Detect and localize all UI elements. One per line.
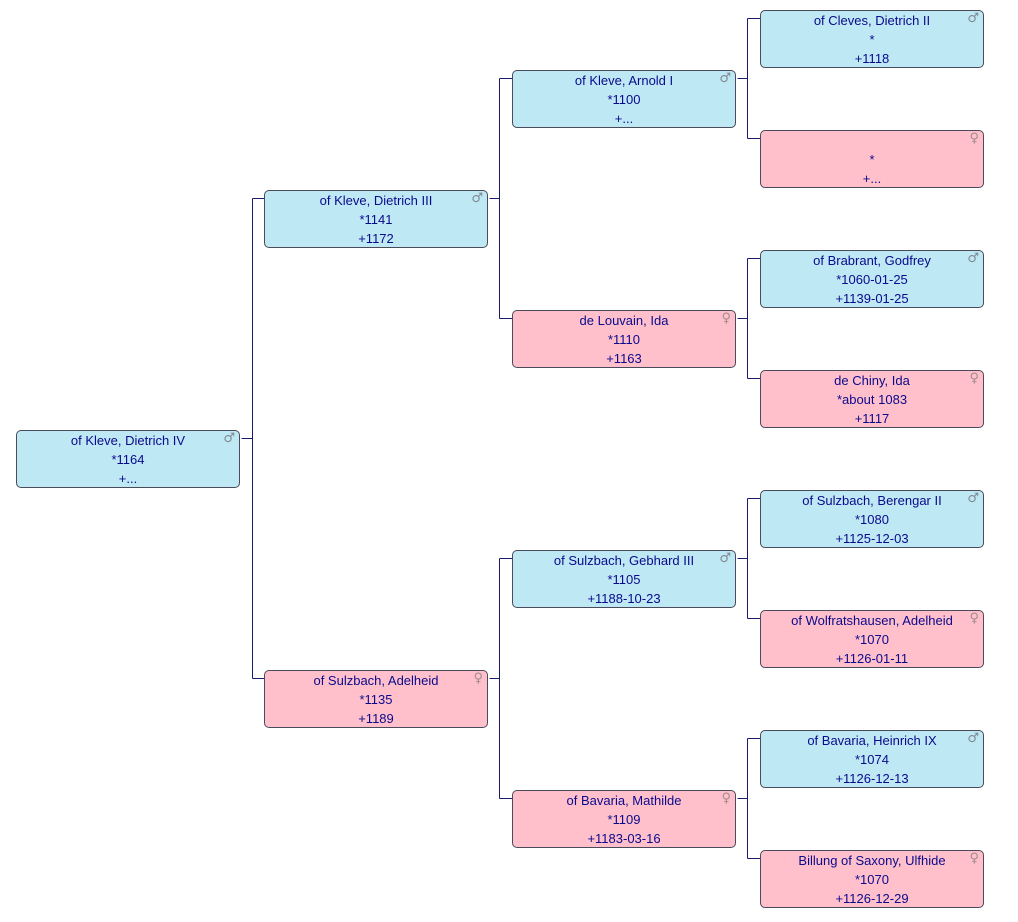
person-name: of Kleve, Arnold I [574, 73, 674, 88]
person-name: of Kleve, Dietrich III [319, 193, 433, 208]
person-death: +1118 [854, 51, 890, 66]
person-name: of Cleves, Dietrich II [813, 13, 931, 28]
person-box-p10[interactable]: of Brabrant, Godfrey *1060-01-25 +1139-0… [760, 250, 984, 308]
connector-p1 [241, 198, 265, 679]
person-death: +1126-12-13 [835, 771, 909, 786]
person-birth: *1135 [359, 692, 393, 707]
person-name: of Sulzbach, Adelheid [313, 673, 439, 688]
male-icon: ♂ [471, 191, 483, 206]
person-birth: *1110 [607, 332, 641, 347]
connector-p7 [737, 738, 761, 859]
person-death: +1117 [854, 411, 890, 426]
person-death: +1126-01-11 [835, 651, 909, 666]
person-birth: *1141 [359, 212, 393, 227]
person-birth: *1060-01-25 [836, 272, 908, 287]
connector-p5 [737, 258, 761, 379]
person-birth: * [869, 32, 875, 47]
person-death: +1126-12-29 [835, 891, 909, 906]
person-birth: *about 1083 [836, 392, 908, 407]
connector-p3 [489, 558, 513, 799]
person-birth: * [869, 152, 875, 167]
person-birth: *1074 [855, 752, 889, 767]
person-box-p14[interactable]: of Bavaria, Heinrich IX *1074 +1126-12-1… [760, 730, 984, 788]
person-death: +1183-03-16 [587, 831, 661, 846]
connector-p6 [737, 498, 761, 619]
connector-p2 [489, 78, 513, 319]
person-birth: *1070 [855, 872, 889, 887]
person-death: +1172 [358, 231, 394, 246]
person-name: of Brabrant, Godfrey [813, 253, 931, 268]
person-birth: *1080 [855, 512, 889, 527]
person-death: +1139-01-25 [835, 291, 909, 306]
person-birth: *1109 [607, 812, 641, 827]
person-box-p12[interactable]: of Sulzbach, Berengar II *1080 +1125-12-… [760, 490, 984, 548]
person-death: +1163 [606, 351, 642, 366]
person-box-p9[interactable]: * +... ♀ [760, 130, 984, 188]
person-box-p7[interactable]: of Bavaria, Mathilde *1109 +1183-03-16 ♀ [512, 790, 736, 848]
person-name: de Chiny, Ida [834, 373, 910, 388]
person-name: of Bavaria, Heinrich IX [807, 733, 937, 748]
person-birth: *1100 [607, 92, 641, 107]
female-icon: ♀ [473, 671, 483, 686]
male-icon: ♂ [223, 431, 235, 446]
female-icon: ♀ [969, 131, 979, 146]
person-name: de Louvain, Ida [579, 313, 669, 328]
person-name: of Sulzbach, Gebhard III [553, 553, 695, 568]
person-box-p11[interactable]: de Chiny, Ida *about 1083 +1117 ♀ [760, 370, 984, 428]
person-death: +1125-12-03 [835, 531, 909, 546]
connector-p4 [737, 18, 761, 139]
person-box-p2[interactable]: of Kleve, Dietrich III *1141 +1172 ♂ [264, 190, 488, 248]
female-icon: ♀ [721, 791, 731, 806]
person-box-p4[interactable]: of Kleve, Arnold I *1100 +... ♂ [512, 70, 736, 128]
person-box-p8[interactable]: of Cleves, Dietrich II * +1118 ♂ [760, 10, 984, 68]
person-name: of Kleve, Dietrich IV [70, 433, 186, 448]
person-death: +... [614, 111, 634, 126]
person-box-p1[interactable]: of Kleve, Dietrich IV *1164 +... ♂ [16, 430, 240, 488]
male-icon: ♂ [967, 731, 979, 746]
person-name: Billung of Saxony, Ulfhide [798, 853, 946, 868]
female-icon: ♀ [969, 851, 979, 866]
person-box-p6[interactable]: of Sulzbach, Gebhard III *1105 +1188-10-… [512, 550, 736, 608]
person-box-p13[interactable]: of Wolfratshausen, Adelheid *1070 +1126-… [760, 610, 984, 668]
person-birth: *1070 [855, 632, 889, 647]
male-icon: ♂ [967, 491, 979, 506]
person-death: +... [118, 471, 138, 486]
person-box-p3[interactable]: of Sulzbach, Adelheid *1135 +1189 ♀ [264, 670, 488, 728]
person-name: of Wolfratshausen, Adelheid [791, 613, 953, 628]
male-icon: ♂ [719, 551, 731, 566]
person-box-p5[interactable]: de Louvain, Ida *1110 +1163 ♀ [512, 310, 736, 368]
person-name: of Sulzbach, Berengar II [802, 493, 942, 508]
person-birth: *1105 [607, 572, 641, 587]
person-birth: *1164 [111, 452, 145, 467]
male-icon: ♂ [967, 251, 979, 266]
female-icon: ♀ [969, 371, 979, 386]
male-icon: ♂ [719, 71, 731, 86]
male-icon: ♂ [967, 11, 979, 26]
person-name: of Bavaria, Mathilde [566, 793, 682, 808]
person-death: +1188-10-23 [587, 591, 661, 606]
person-death: +1189 [358, 711, 394, 726]
female-icon: ♀ [721, 311, 731, 326]
female-icon: ♀ [969, 611, 979, 626]
person-box-p15[interactable]: Billung of Saxony, Ulfhide *1070 +1126-1… [760, 850, 984, 908]
person-death: +... [862, 171, 882, 186]
